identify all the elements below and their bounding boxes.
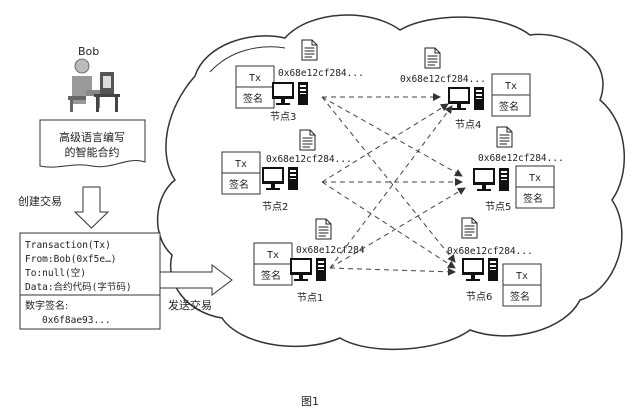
node-5-document-icon — [496, 126, 513, 148]
node-4-hash: 0x68e12cf284... — [400, 74, 486, 85]
smart-contract-document: 高级语言编写 的智能合约 — [39, 119, 146, 168]
send-transaction-label: 发送交易 — [168, 298, 212, 312]
node-2-label: 节点2 — [262, 201, 288, 213]
contract-doc-line2: 的智能合约 — [65, 145, 120, 159]
node-2-hash: 0x68e12cf284... — [266, 154, 352, 165]
link-2-4 — [321, 103, 449, 183]
node-3-document-icon — [301, 39, 318, 61]
tx-signature-value: 0x6f8ae93... — [42, 315, 111, 326]
node-1-hash: 0x68e12cf284 — [296, 245, 365, 256]
node-3: Tx 签名 0x68e12cf284... 节点3 — [235, 39, 364, 123]
node-3-sign: 签名 — [243, 92, 263, 105]
node-1-sign: 签名 — [261, 269, 281, 282]
tx-signature-label: 数字签名: — [25, 299, 68, 312]
tx-line-data: Data:合约代码(字节码) — [25, 281, 132, 293]
transaction-box: Transaction(Tx) From:Bob(0xf5e…) To:null… — [19, 232, 161, 330]
node-1-tx: Tx — [267, 250, 279, 261]
node-5: 0x68e12cf284... 节点5 Tx 签名 — [473, 126, 564, 213]
link-1-6 — [329, 267, 456, 276]
contract-doc-line1: 高级语言编写 — [59, 130, 125, 144]
node-1-document-icon — [315, 218, 332, 240]
node-6-sign: 签名 — [510, 290, 530, 303]
user-name: Bob — [78, 45, 99, 58]
node-4: 0x68e12cf284... 节点4 Tx 签名 — [400, 47, 531, 131]
create-transaction-label: 创建交易 — [18, 194, 62, 208]
node-2-sign: 签名 — [229, 178, 249, 191]
p2p-links — [321, 93, 466, 276]
link-1-4 — [329, 105, 453, 269]
node-5-tx: Tx — [529, 173, 541, 184]
node-1: Tx 签名 0x68e12cf284 节点1 — [253, 218, 365, 304]
node-2-tx: Tx — [235, 159, 247, 170]
node-5-hash: 0x68e12cf284... — [478, 153, 564, 164]
tx-line-type: Transaction(Tx) — [25, 240, 111, 251]
node-5-sign: 签名 — [523, 192, 543, 205]
figure-caption: 图1 — [301, 395, 319, 408]
node-3-label: 节点3 — [270, 111, 296, 123]
node-2: Tx 签名 0x68e12cf284... 节点2 — [221, 129, 352, 213]
node-5-label: 节点5 — [485, 201, 511, 213]
node-6-document-icon — [461, 217, 478, 239]
send-transaction-arrow — [159, 264, 233, 296]
node-1-label: 节点1 — [297, 292, 323, 304]
tx-line-to: To:null(空) — [25, 267, 86, 279]
node-6-hash: 0x68e12cf284... — [447, 246, 533, 257]
node-6-label: 节点6 — [466, 291, 492, 303]
node-4-document-icon — [424, 47, 441, 69]
node-6: 0x68e12cf284... 节点6 Tx 签名 — [447, 217, 542, 307]
create-transaction-arrow — [73, 186, 110, 229]
node-2-document-icon — [299, 129, 316, 151]
node-6-tx: Tx — [516, 271, 528, 282]
bob-user-icon — [68, 58, 120, 112]
node-3-tx: Tx — [249, 73, 261, 84]
node-4-tx: Tx — [505, 81, 517, 92]
tx-line-from: From:Bob(0xf5e…) — [25, 254, 117, 265]
node-3-hash: 0x68e12cf284... — [278, 68, 364, 79]
link-1-5 — [329, 187, 466, 269]
node-4-sign: 签名 — [499, 100, 519, 113]
node-4-label: 节点4 — [455, 119, 481, 131]
